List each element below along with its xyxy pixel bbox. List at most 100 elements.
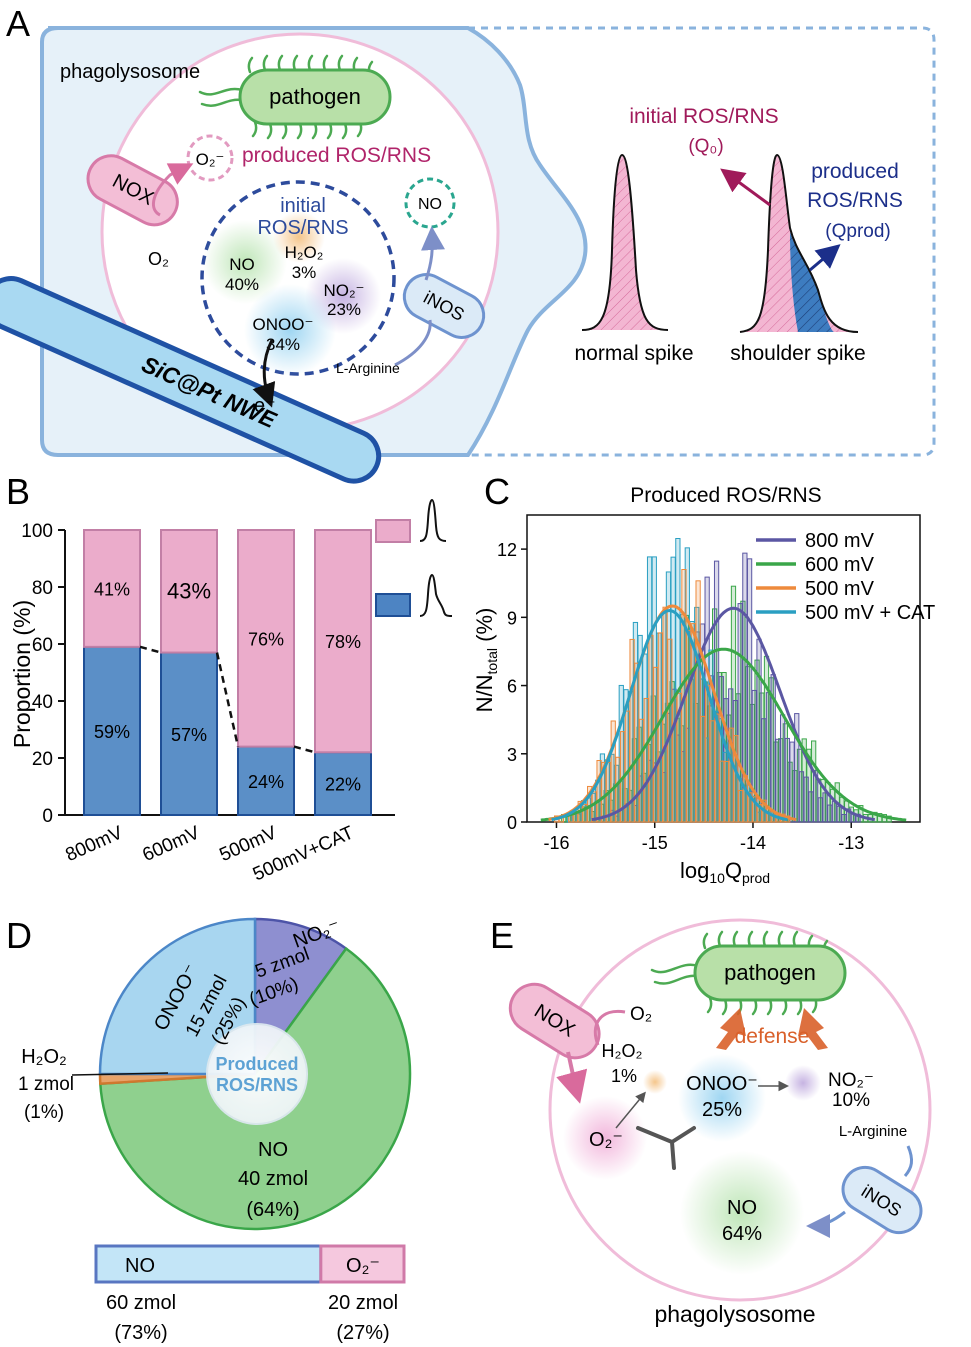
b-label-shoulder: 57% xyxy=(171,725,207,745)
pathogen-e-icon xyxy=(650,930,847,1016)
c-hist-bar xyxy=(643,697,649,823)
c-hist-bar xyxy=(798,771,805,823)
no-e-glow xyxy=(680,1151,804,1275)
initial-q-line2: (Q₀) xyxy=(688,136,723,157)
c-hist-bar xyxy=(653,666,659,823)
c-hist-bar xyxy=(784,737,790,823)
panel-b-letter: B xyxy=(6,471,30,512)
panel-e-letter: E xyxy=(490,915,514,956)
panel-a-letter: A xyxy=(6,3,30,44)
pie-h2o2-pct: (1%) xyxy=(24,1102,64,1123)
b-y-tick-label: 80 xyxy=(32,578,53,599)
c-hist-bar xyxy=(765,692,772,823)
initial-h2o2-pct: 3% xyxy=(292,263,317,282)
c-hist-bar xyxy=(610,720,616,823)
b-x-tick-label: 600mV xyxy=(139,822,203,866)
c-hist-bar xyxy=(812,770,819,823)
bar-no-amount: 60 zmol xyxy=(106,1292,176,1314)
legend-normal-swatch xyxy=(375,519,411,543)
c-hist-bar xyxy=(648,634,654,823)
l-arginine-e-label: L-Arginine xyxy=(839,1123,907,1140)
c-hist-bar xyxy=(836,805,842,823)
panel-d-bar xyxy=(94,1244,406,1284)
b-label-shoulder: 24% xyxy=(248,772,284,792)
phagolysosome-e-label: phagolysosome xyxy=(654,1301,815,1327)
b-bar-shoulder xyxy=(314,751,372,816)
initial-onoo-pct: 34% xyxy=(266,335,300,354)
l-arginine-label: L-Arginine xyxy=(336,360,400,376)
initial-no2-label: NO₂⁻ xyxy=(323,281,364,300)
initial-no2-pct: 23% xyxy=(327,300,361,319)
electron-arrow xyxy=(252,339,276,408)
normal-spike-icon xyxy=(581,153,669,331)
no-e-label: NO xyxy=(727,1197,757,1219)
c-hist-bar xyxy=(695,580,701,823)
c-y-tick-label: 12 xyxy=(497,540,517,560)
electrode xyxy=(0,276,382,484)
panel-c: C Produced ROS/RNS 036912-16-15-14-13800… xyxy=(472,471,935,886)
c-hist-bar xyxy=(831,800,838,823)
pie-h2o2-label: H₂O₂ xyxy=(21,1046,67,1068)
legend-shoulder-swatch xyxy=(375,593,411,617)
c-hist-bar xyxy=(719,760,725,823)
pie-no-label: NO xyxy=(258,1139,288,1161)
initial-line2: ROS/RNS xyxy=(257,217,348,239)
initial-q-line1: initial ROS/RNS xyxy=(629,105,778,128)
produced-q-line3: (Qprod) xyxy=(825,221,890,242)
electron-label: e⁻ xyxy=(254,395,276,417)
c-x-tick-label: -16 xyxy=(543,833,569,853)
c-hist-bar xyxy=(629,638,635,823)
pie-no-pct: (64%) xyxy=(246,1199,299,1221)
c-hist-bar xyxy=(704,684,711,823)
panel-c-ylabel: N/Ntotal (%) xyxy=(472,608,500,713)
normal-spike-label: normal spike xyxy=(574,342,693,365)
c-hist-bar xyxy=(737,789,744,823)
c-hist-bar xyxy=(775,738,781,823)
bar-o2-pct: (27%) xyxy=(336,1322,389,1344)
c-hist-bar xyxy=(803,776,809,823)
b-label-normal: 76% xyxy=(248,629,284,649)
b-y-tick-label: 0 xyxy=(42,806,53,827)
initial-no-label: NO xyxy=(229,255,255,274)
onoo-e-pct: 25% xyxy=(702,1099,742,1121)
c-hist-bar xyxy=(822,792,828,823)
inos-arrow xyxy=(421,226,445,281)
c-legend-label: 500 mV xyxy=(805,578,875,600)
c-hist-bar xyxy=(657,632,664,823)
defense-arrow-left-icon xyxy=(716,1008,746,1050)
c-y-tick-label: 3 xyxy=(507,745,517,765)
produced-q-line2: ROS/RNS xyxy=(807,189,903,212)
no2-e-pct: 10% xyxy=(832,1090,870,1111)
b-y-tick-label: 40 xyxy=(32,692,53,713)
inos-e-arrow xyxy=(806,1210,846,1238)
b-bar-normal xyxy=(160,529,218,654)
c-x-tick-label: -13 xyxy=(838,833,864,853)
b-bar-normal xyxy=(83,529,141,648)
c-fit-curve xyxy=(551,608,788,822)
produced-q-line1: produced xyxy=(811,160,899,183)
c-hist-bar xyxy=(596,760,602,823)
panel-c-xlabel: log10Qprod xyxy=(680,858,770,886)
pie-center-line2: ROS/RNS xyxy=(216,1075,298,1095)
c-fit-curve xyxy=(591,606,876,822)
b-x-tick-label: 800mV xyxy=(62,822,126,866)
c-hist-bar xyxy=(827,804,833,823)
c-hist-bar xyxy=(817,797,823,823)
c-legend-label: 800 mV xyxy=(805,530,875,552)
b-connector xyxy=(139,645,162,654)
c-fit-curve xyxy=(540,647,907,822)
shoulder-spike-label: shoulder spike xyxy=(730,342,865,365)
b-y-tick-label: 60 xyxy=(32,635,53,656)
no-bubble-label: NO xyxy=(418,196,442,213)
b-y-tick-label: 100 xyxy=(21,521,53,542)
pie-h2o2-leader xyxy=(71,1072,169,1076)
pie-h2o2-amount: 1 zmol xyxy=(18,1074,74,1095)
h2o2-e-label: H₂O₂ xyxy=(602,1041,643,1061)
c-hist-bar xyxy=(841,813,847,823)
c-y-tick-label: 9 xyxy=(507,608,517,628)
superoxide-label: O₂⁻ xyxy=(196,150,225,169)
bar-o2-amount: 20 zmol xyxy=(328,1292,398,1314)
c-y-tick-label: 6 xyxy=(507,677,517,697)
cell-dashed-border xyxy=(468,26,936,457)
